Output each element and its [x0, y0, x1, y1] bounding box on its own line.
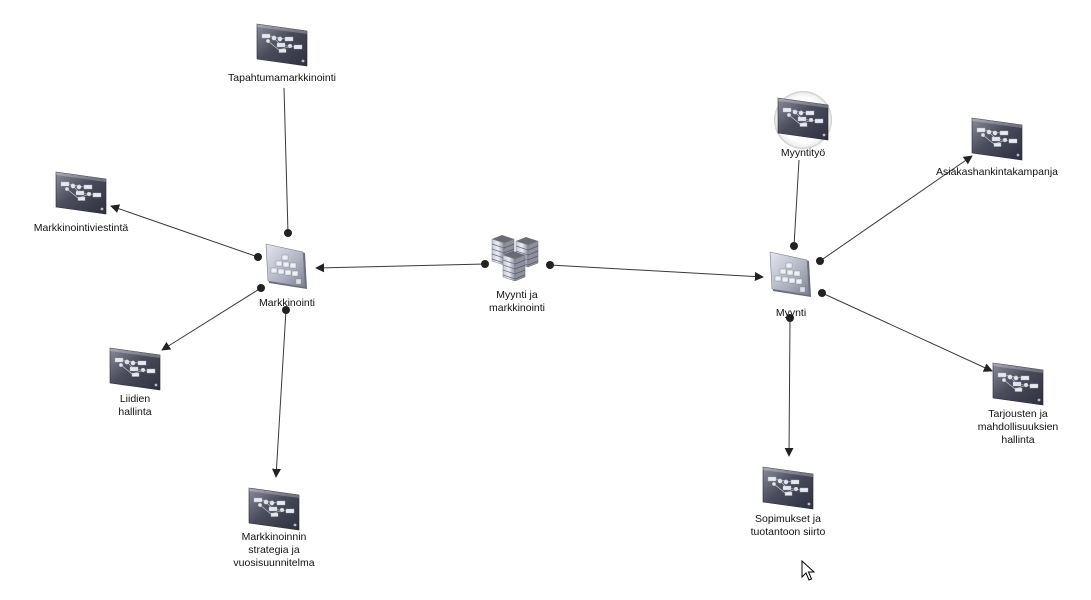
node-liidit[interactable] — [109, 347, 161, 391]
edge-line[interactable] — [283, 87, 289, 234]
edge-myynti-myyntityo[interactable] — [790, 159, 800, 250]
edge-line[interactable] — [793, 159, 800, 247]
edge-markkinointi-viestinta[interactable] — [110, 204, 262, 261]
process-flow-icon[interactable] — [971, 117, 1023, 161]
edge-endpoint-dot[interactable] — [257, 284, 265, 292]
edge-endpoint-dot[interactable] — [254, 253, 262, 261]
edge-endpoint-dot[interactable] — [790, 242, 798, 250]
edges-layer — [110, 87, 993, 478]
node-label-viestinta: Markkinointiviestintä — [33, 222, 129, 234]
edge-line[interactable] — [271, 309, 287, 478]
edge-line[interactable] — [315, 263, 486, 273]
edge-endpoint-dot[interactable] — [546, 261, 554, 269]
edge-line[interactable] — [821, 292, 993, 372]
edge-myynti-sopimukset[interactable] — [784, 314, 794, 457]
mouse-cursor-icon — [801, 560, 816, 581]
node-tarjoukset[interactable] — [992, 362, 1044, 406]
edge-line[interactable] — [161, 287, 262, 351]
process-flow-icon[interactable] — [777, 97, 829, 141]
node-label-sopimukset: Sopimukset ja tuotantoon siirto — [750, 513, 826, 538]
edge-markkinointi-liidit[interactable] — [161, 284, 265, 351]
node-root[interactable] — [491, 235, 539, 282]
edge-endpoint-dot[interactable] — [818, 289, 826, 297]
edge-line[interactable] — [110, 204, 259, 258]
edge-endpoint-dot[interactable] — [284, 229, 292, 237]
nodes-layer — [55, 23, 1044, 531]
node-label-asiakas: Asiakashankintakampanja — [936, 166, 1058, 178]
edge-markkinointi-tapahtuma[interactable] — [283, 87, 292, 237]
edge-markkinointi-strategia[interactable] — [271, 306, 290, 478]
node-label-markkinointi: Markkinointi — [258, 297, 316, 309]
process-group-icon[interactable] — [769, 251, 811, 297]
process-flow-icon[interactable] — [992, 362, 1044, 406]
edge-line[interactable] — [784, 317, 794, 457]
node-tapahtuma[interactable] — [256, 23, 308, 67]
edge-root-myynti[interactable] — [546, 261, 764, 282]
node-sopimukset[interactable] — [762, 466, 814, 510]
node-label-tapahtuma: Tapahtumamarkkinointi — [228, 72, 336, 84]
edge-myynti-tarjoukset[interactable] — [818, 289, 993, 372]
edge-line[interactable] — [819, 155, 973, 262]
process-flow-icon[interactable] — [55, 171, 107, 215]
node-markkinointi[interactable] — [265, 243, 307, 289]
edge-root-markkinointi[interactable] — [315, 260, 489, 273]
node-asiakas[interactable] — [971, 117, 1023, 161]
process-flow-icon[interactable] — [762, 466, 814, 510]
edge-endpoint-dot[interactable] — [282, 306, 290, 314]
node-label-liidit: Liidien hallinta — [118, 393, 152, 418]
node-label-strategia: Markkinoinnin strategia ja vuosisuunnite… — [233, 531, 315, 569]
server-cluster-icon[interactable] — [491, 235, 539, 282]
node-strategia[interactable] — [248, 487, 300, 531]
edge-myynti-asiakas[interactable] — [816, 155, 973, 265]
edge-endpoint-dot[interactable] — [816, 257, 824, 265]
node-label-myyntityo: Myyntityö — [780, 147, 826, 159]
process-flow-icon[interactable] — [256, 23, 308, 67]
node-label-root: Myynti ja markkinointi — [488, 289, 546, 314]
node-label-myynti: Myynti — [775, 307, 807, 319]
node-myynti[interactable] — [769, 251, 811, 297]
edge-endpoint-dot[interactable] — [786, 314, 794, 322]
edge-endpoint-dot[interactable] — [481, 260, 489, 268]
node-myyntityo[interactable] — [774, 91, 832, 149]
edge-line[interactable] — [549, 264, 764, 282]
process-flow-icon[interactable] — [248, 487, 300, 531]
process-group-icon[interactable] — [265, 243, 307, 289]
node-viestinta[interactable] — [55, 171, 107, 215]
process-flow-icon[interactable] — [109, 347, 161, 391]
node-label-tarjoukset: Tarjousten ja mahdollisuuksien hallinta — [977, 408, 1059, 446]
